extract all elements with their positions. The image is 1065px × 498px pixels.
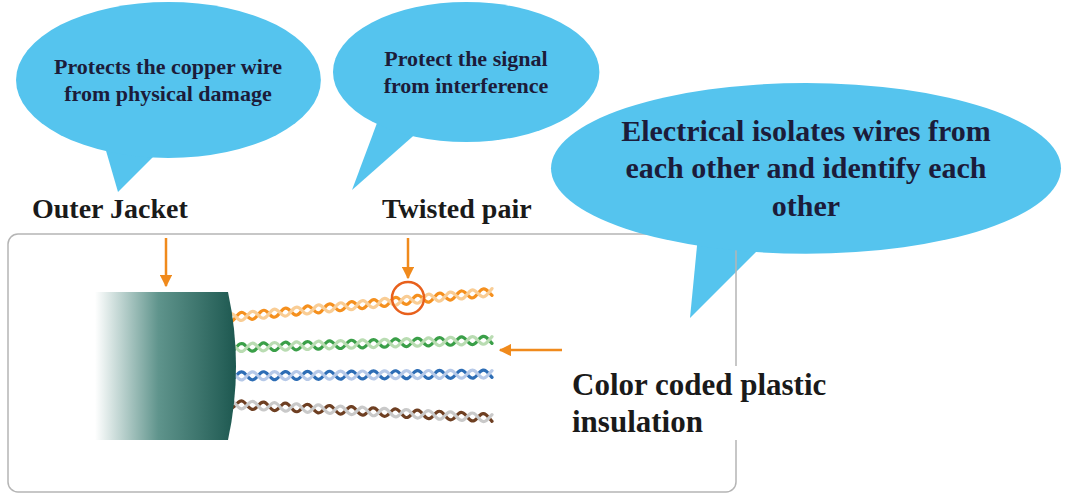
wire [225,336,492,352]
part-label: Outer Jacket [30,192,190,226]
bubble-ellipse [333,2,599,142]
highlight-circle [392,282,424,314]
bubble-text: Protects the copper wire from physical d… [53,53,283,108]
bubble-ellipse [16,2,321,158]
part-label: Twisted pair [380,192,534,226]
bubble-shape [16,2,321,158]
part-label: Color coded plastic insulation [570,366,894,440]
twisted-pairs [225,289,492,422]
wire [225,337,492,352]
leader-arrow [165,238,168,286]
bubble-text: Protect the signal from interference [366,45,566,100]
wire [225,289,492,321]
bubble-ellipse [551,83,1061,254]
wire [225,370,492,380]
leader-arrow [407,238,410,278]
wire [225,289,492,322]
speech-bubble: Electrical isolates wires from each othe… [551,83,1061,254]
figure-frame [8,234,736,492]
wire [225,400,492,421]
wire [225,370,492,380]
wire [225,401,492,422]
bubble-text: Electrical isolates wires from each othe… [611,112,1001,225]
speech-bubble: Protect the signal from interference [333,2,599,142]
leader-arrow [500,349,562,352]
speech-bubble: Protects the copper wire from physical d… [16,2,321,158]
bubble-shape [333,2,599,142]
outer-jacket [95,292,236,440]
